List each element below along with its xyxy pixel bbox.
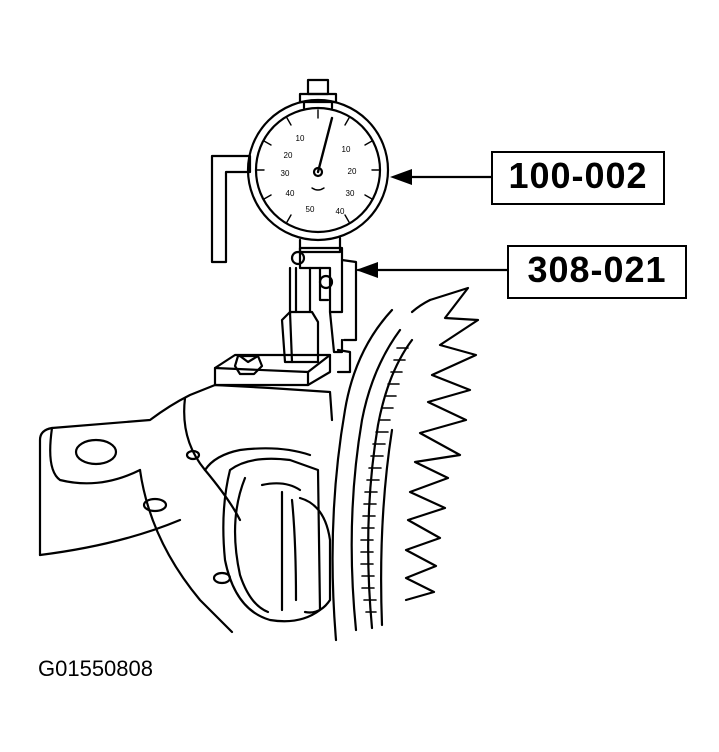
svg-text:10: 10 [342,145,351,154]
svg-text:30: 30 [346,189,355,198]
svg-text:20: 20 [348,167,357,176]
differential-housing [38,383,334,634]
ring-gear [331,286,480,642]
dial-indicator [246,78,390,266]
callout-label-dial-indicator: 100-002 [491,151,665,205]
dial-numerals: 10 20 30 40 10 20 30 40 50 [281,134,357,216]
indicator-bracket [210,154,358,387]
svg-text:40: 40 [336,207,345,216]
leader-lines [356,175,509,272]
carrier-bearing [222,457,332,623]
arrowhead-1 [390,169,412,185]
svg-text:50: 50 [306,205,315,214]
arrowhead-2 [356,262,378,278]
svg-text:40: 40 [286,189,295,198]
svg-text:30: 30 [281,169,290,178]
callout-label-bracket: 308-021 [507,245,687,299]
svg-text:10: 10 [296,134,305,143]
svg-text:20: 20 [284,151,293,160]
figure-id: G01550808 [38,656,153,681]
